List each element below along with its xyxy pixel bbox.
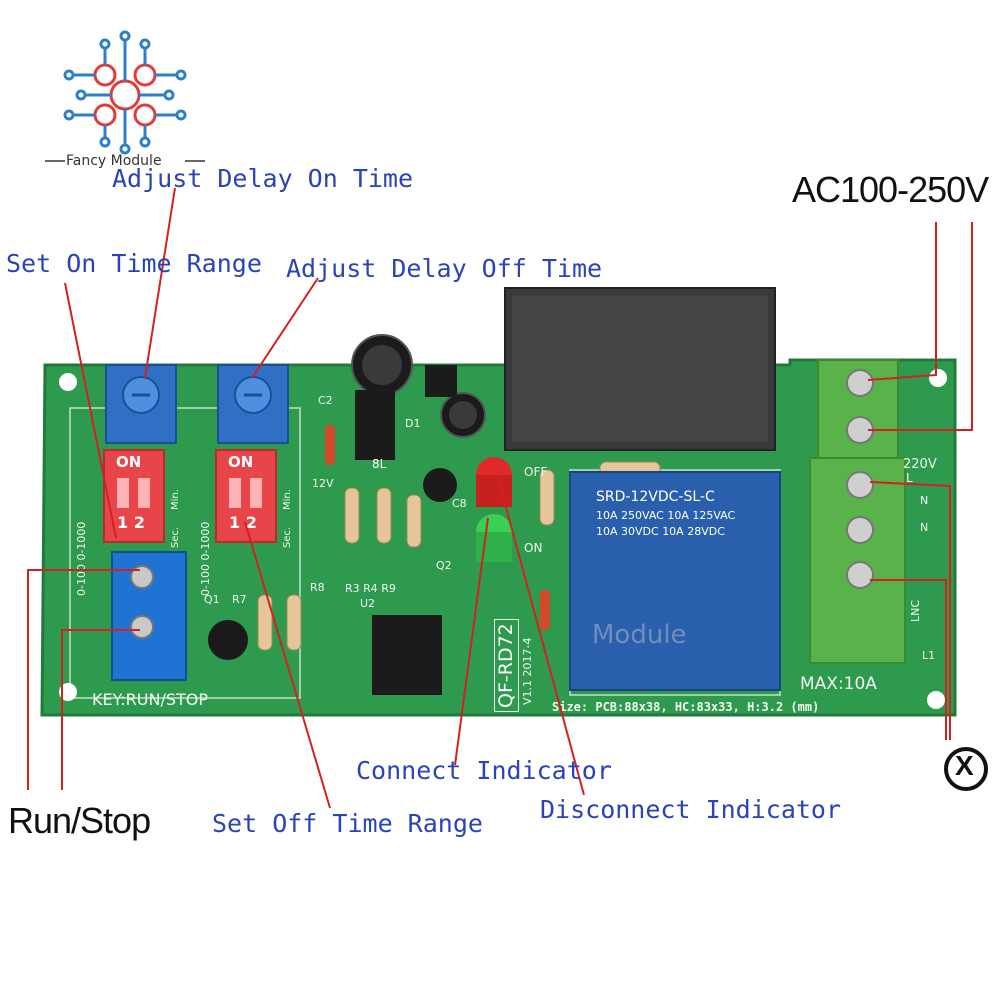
v12-label: 12V xyxy=(312,477,334,490)
disconnect-indicator-label: Disconnect Indicator xyxy=(540,795,842,824)
size-text: Size: PCB:88x38, HC:83x33, H:3.2 (mm) xyxy=(552,700,820,714)
key-label: KEY:RUN/STOP xyxy=(92,690,208,709)
relay-model-label: SRD-12VDC-SL-C xyxy=(596,489,715,505)
lamp-icon xyxy=(944,747,988,791)
r7-label: R7 xyxy=(232,593,247,606)
ac-input-label: AC100-250V xyxy=(792,169,989,210)
relay-rating-1: 10A 250VAC 10A 125VAC xyxy=(596,509,736,522)
r-labels: R3 R4 R9 xyxy=(345,582,396,595)
relay-rating-2: 10A 30VDC 10A 28VDC xyxy=(596,525,725,538)
max-current-label: MAX:10A xyxy=(800,674,877,694)
c8-label: C8 xyxy=(452,497,467,510)
c2-label: C2 xyxy=(318,394,333,407)
terminal-n-2: N xyxy=(920,521,929,534)
q2-label: Q2 xyxy=(436,559,452,572)
led-off-label: OFF xyxy=(524,465,548,479)
led-on-label: ON xyxy=(524,541,543,555)
set-on-range-label: Set On Time Range xyxy=(6,249,262,278)
dip-numbers-2: 1 2 xyxy=(229,513,257,532)
dip-on-label-1: ON xyxy=(116,453,142,471)
brand-name: Fancy Module xyxy=(66,153,162,169)
q1-label: Q1 xyxy=(204,593,220,606)
dip-numbers-1: 1 2 xyxy=(117,513,145,532)
adjust-delay-on-label: Adjust Delay On Time xyxy=(112,164,414,193)
watermark-text: Module xyxy=(592,620,687,650)
l8-label: 8L xyxy=(372,457,387,471)
terminal-n-1: N xyxy=(920,494,929,507)
dip-on-label-2: ON xyxy=(228,453,254,471)
set-off-range-label: Set Off Time Range xyxy=(212,809,483,838)
terminal-l1: L1 xyxy=(922,649,936,662)
connect-indicator-label: Connect Indicator xyxy=(356,756,612,785)
r8-label: R8 xyxy=(310,581,325,594)
lamp-symbol: X xyxy=(955,750,974,781)
u2-label: U2 xyxy=(360,597,376,610)
fancy-module-logo-icon xyxy=(45,30,205,162)
voltage-tag: 220V xyxy=(903,457,937,472)
run-stop-label: Run/Stop xyxy=(8,800,151,841)
terminal-l: L xyxy=(906,471,913,485)
adjust-delay-off-label: Adjust Delay Off Time xyxy=(286,254,603,283)
d1-label: D1 xyxy=(405,417,421,430)
